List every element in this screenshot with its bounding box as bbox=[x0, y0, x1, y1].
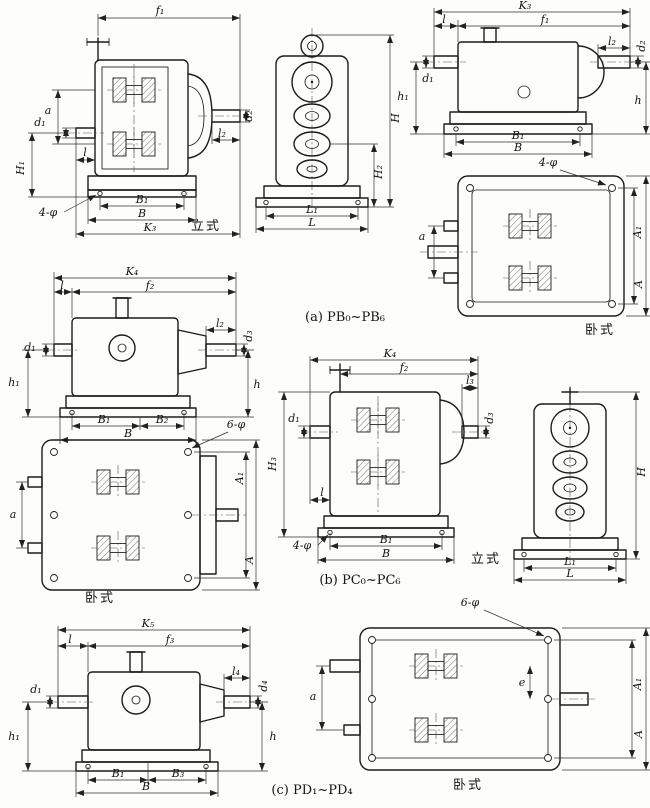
view-pc-horizontal-side-elevation: K₄ l f₂ l₂ d₃ d₁ h₁ h B₁ B₂ B bbox=[8, 265, 261, 444]
dim-label-a: a bbox=[419, 230, 426, 243]
dim-label-L1: L₁ bbox=[563, 555, 576, 568]
dim-label-B1: B₁ bbox=[511, 129, 525, 142]
dim-label-K4: K₄ bbox=[125, 265, 139, 278]
dim-label-f1: f₁ bbox=[540, 13, 549, 26]
dim-label-d2: d₂ bbox=[242, 110, 255, 121]
dim-label-a: a bbox=[310, 690, 317, 703]
dim-label-B1: B₁ bbox=[135, 193, 149, 206]
bolt-callout-6phi: 6-φ bbox=[461, 596, 480, 609]
dim-label-K4: K₄ bbox=[383, 347, 397, 360]
dim-label-d3: d₃ bbox=[483, 412, 496, 423]
dim-label-l: l bbox=[442, 13, 446, 26]
dim-label-A: A bbox=[632, 730, 645, 739]
view-pc-vertical-side-elevation: K₄ f₂ l₃ d₃ d₁ H₃ l B₁ B 4-φ bbox=[266, 347, 496, 564]
orientation-label-horizontal-pc: 卧式 bbox=[85, 590, 115, 605]
dim-label-A1: A₁ bbox=[233, 472, 246, 485]
dim-label-K3: K₃ bbox=[143, 221, 157, 234]
dim-label-B: B bbox=[123, 427, 132, 440]
dim-label-L1: L₁ bbox=[305, 203, 318, 216]
dim-label-l4: l₄ bbox=[232, 665, 240, 678]
dim-label-L: L bbox=[565, 567, 573, 580]
dim-label-A1: A₁ bbox=[631, 678, 644, 691]
dim-label-B1: B₁ bbox=[97, 413, 111, 426]
view-pc-horizontal-plan: a A₁ A 6-φ 卧式 bbox=[10, 418, 260, 605]
orientation-label-horizontal-pb: 卧式 bbox=[585, 322, 615, 337]
dim-label-H2: H₂ bbox=[372, 165, 385, 180]
dim-label-d1: d₁ bbox=[422, 72, 433, 85]
dim-label-K3: K₃ bbox=[518, 0, 532, 12]
dim-label-l: l bbox=[60, 279, 64, 292]
dim-label-l: l bbox=[83, 146, 87, 159]
dim-label-B: B bbox=[137, 207, 146, 220]
dim-label-B3: B₃ bbox=[171, 767, 185, 780]
dim-label-l2: l₂ bbox=[608, 35, 616, 48]
bolt-callout-6phi: 6-φ bbox=[227, 418, 246, 431]
dim-label-d1: d₁ bbox=[30, 683, 41, 696]
view-pb-horizontal-plan: a A₁ A 4-φ 卧式 bbox=[419, 156, 650, 337]
dim-label-d1: d₁ bbox=[24, 341, 35, 354]
dim-label-l2: l₂ bbox=[218, 127, 226, 140]
dim-label-h: h bbox=[634, 94, 641, 107]
dim-label-f2: f₂ bbox=[399, 361, 408, 374]
dim-label-H3: H₃ bbox=[266, 457, 279, 472]
dim-label-B1: B₁ bbox=[111, 767, 125, 780]
dim-label-f1: f₁ bbox=[155, 4, 164, 17]
dim-label-h1: h₁ bbox=[8, 376, 20, 389]
dim-label-d3: d₃ bbox=[242, 330, 255, 341]
dim-label-A: A bbox=[243, 556, 256, 565]
dim-label-f3: f₃ bbox=[165, 633, 174, 646]
dim-label-B: B bbox=[141, 780, 150, 793]
dim-label-B1: B₁ bbox=[379, 533, 393, 546]
dim-label-l: l bbox=[320, 486, 324, 499]
bolt-callout-4phi: 4-φ bbox=[38, 206, 58, 219]
dim-label-e: e bbox=[519, 676, 526, 689]
dim-label-K5: K₅ bbox=[141, 617, 155, 630]
dim-label-B: B bbox=[381, 547, 390, 560]
view-pb-vertical-side-elevation: f₁ a d₁ H₁ l l₂ d₂ B₁ B K₃ 4-φ 立式 bbox=[14, 4, 255, 238]
dim-label-l2: l₂ bbox=[216, 317, 224, 330]
view-pd-horizontal-plan: a e A₁ A 6-φ 卧式 bbox=[310, 596, 650, 792]
dim-label-h: h bbox=[269, 730, 276, 743]
dim-label-B: B bbox=[513, 141, 522, 154]
dim-label-h: h bbox=[253, 378, 260, 391]
dim-label-d1: d₁ bbox=[288, 412, 299, 425]
view-pb-vertical-front-elevation: H H₂ L₁ L bbox=[255, 28, 402, 233]
dim-label-A: A bbox=[632, 280, 645, 289]
dim-label-h1: h₁ bbox=[397, 90, 409, 103]
caption-pb: (a) PB₀~PB₆ bbox=[305, 310, 385, 325]
dim-label-d1: d₁ bbox=[34, 116, 45, 129]
dim-label-L: L bbox=[307, 216, 315, 229]
orientation-label-horizontal-pd: 卧式 bbox=[453, 777, 483, 792]
view-pb-horizontal-side-elevation: K₃ l f₁ d₁ h₁ l₂ d₂ h B₁ B bbox=[397, 0, 650, 158]
bolt-callout-4phi: 4-φ bbox=[538, 156, 558, 169]
dim-label-h1: h₁ bbox=[8, 730, 20, 743]
dim-label-a: a bbox=[45, 104, 52, 117]
bolt-callout-4phi: 4-φ bbox=[292, 539, 312, 552]
dim-label-H: H bbox=[389, 113, 402, 124]
dim-label-B2: B₂ bbox=[155, 413, 169, 426]
dim-label-H: H bbox=[635, 467, 648, 478]
dim-label-l3: l₃ bbox=[466, 374, 474, 387]
orientation-label-vertical-pb: 立式 bbox=[191, 218, 221, 233]
dim-label-d2: d₂ bbox=[635, 40, 648, 51]
dim-label-A1: A₁ bbox=[631, 226, 644, 239]
view-pc-vertical-front-elevation: H L₁ L 立式 bbox=[471, 386, 648, 584]
dim-label-f2: f₂ bbox=[145, 279, 154, 292]
dim-label-H1: H₁ bbox=[14, 161, 27, 176]
view-pd-horizontal-side-elevation: K₅ l f₃ l₄ d₄ d₁ h₁ h B₁ B₃ B bbox=[8, 617, 277, 797]
orientation-label-vertical-pc: 立式 bbox=[471, 551, 501, 566]
dim-label-l: l bbox=[68, 633, 72, 646]
dim-label-d4: d₄ bbox=[257, 680, 270, 691]
caption-pc: (b) PC₀~PC₆ bbox=[319, 573, 400, 588]
dim-label-a: a bbox=[10, 508, 17, 521]
caption-pd: (c) PD₁~PD₄ bbox=[271, 783, 352, 798]
